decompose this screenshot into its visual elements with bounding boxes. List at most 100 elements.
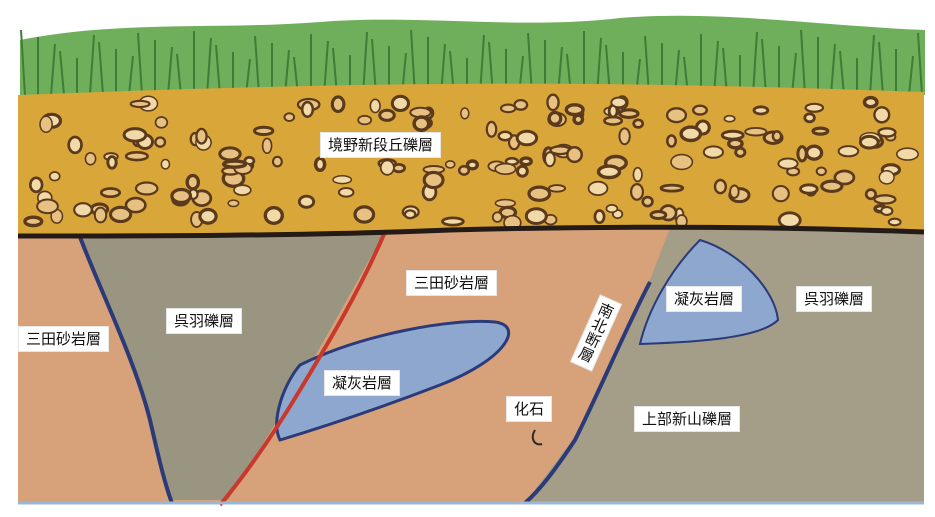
- pebble: [333, 176, 351, 184]
- pebble: [95, 208, 106, 223]
- pebble: [860, 136, 878, 148]
- pebble: [667, 108, 686, 122]
- pebble: [136, 183, 157, 195]
- pebble: [889, 219, 901, 226]
- pebble: [773, 131, 781, 140]
- pebble: [822, 181, 842, 191]
- pebble: [196, 129, 206, 144]
- pebble: [339, 188, 354, 197]
- pebble: [392, 96, 408, 110]
- pebble: [224, 161, 246, 167]
- pebble: [879, 171, 894, 184]
- pebble: [355, 207, 374, 222]
- pebble: [156, 117, 168, 128]
- pebble: [722, 131, 743, 139]
- pebble: [518, 166, 528, 176]
- pebble: [424, 172, 443, 187]
- pebble: [620, 110, 638, 118]
- pebble: [595, 211, 604, 223]
- pebble: [131, 101, 150, 107]
- pebble: [25, 217, 42, 225]
- pebble: [611, 98, 626, 108]
- label-mita-sandstone-center: 三田砂岩層: [406, 270, 497, 296]
- pebble: [405, 210, 415, 218]
- pebble: [487, 122, 496, 137]
- pebble: [126, 152, 147, 160]
- pebble: [729, 139, 742, 147]
- pebble: [619, 128, 629, 144]
- label-mita-sandstone-left: 三田砂岩層: [18, 326, 109, 352]
- pebble: [736, 148, 745, 156]
- pebble: [234, 185, 251, 195]
- pebble: [671, 155, 692, 170]
- pebble: [730, 186, 739, 198]
- pebble: [566, 105, 583, 115]
- pebble: [446, 161, 455, 168]
- pebble: [358, 116, 371, 125]
- pebble: [255, 127, 273, 134]
- pebble: [865, 98, 877, 107]
- pebble: [754, 107, 768, 114]
- pebble: [631, 184, 643, 200]
- pebble: [108, 157, 116, 169]
- pebble: [874, 195, 895, 203]
- pebble: [545, 152, 555, 166]
- pebble: [414, 117, 429, 130]
- pebble: [263, 138, 272, 153]
- pebble: [285, 113, 295, 121]
- pebble: [643, 197, 653, 206]
- label-sakaino-gravel: 境野新段丘礫層: [320, 132, 441, 158]
- pebble: [299, 196, 313, 207]
- pebble: [493, 212, 502, 222]
- label-upper-shinzan-gravel: 上部新山礫層: [634, 406, 740, 432]
- pebble: [806, 104, 823, 112]
- pebble: [549, 185, 565, 192]
- pebble: [302, 102, 313, 117]
- pebble: [878, 128, 895, 136]
- pebble: [778, 159, 797, 169]
- label-fossil: 化石: [506, 396, 552, 422]
- pebble: [897, 148, 918, 160]
- pebble: [155, 138, 165, 147]
- pebble: [866, 190, 875, 199]
- pebble: [200, 210, 216, 224]
- pebble: [228, 200, 238, 206]
- pebble: [461, 108, 469, 119]
- pebble: [549, 113, 561, 125]
- pebble: [779, 213, 800, 228]
- pebble: [745, 128, 766, 136]
- pebble: [526, 209, 546, 224]
- pebble: [187, 176, 198, 189]
- pebble: [50, 172, 60, 181]
- pebble: [651, 212, 666, 219]
- pebble: [773, 186, 789, 201]
- pebble: [798, 147, 806, 161]
- pebble: [839, 146, 859, 156]
- pebble: [599, 166, 620, 177]
- pebble: [273, 157, 282, 167]
- pebble: [529, 187, 550, 200]
- pebble: [813, 128, 828, 134]
- label-kureha-gravel-right: 呉羽礫層: [796, 286, 872, 312]
- pebble: [101, 189, 119, 197]
- pebble: [332, 97, 344, 112]
- pebble: [161, 160, 169, 169]
- pebble: [468, 161, 478, 169]
- pebble: [517, 131, 536, 145]
- pebble: [681, 127, 700, 140]
- pebble: [85, 153, 95, 165]
- pebble: [661, 185, 683, 191]
- label-tuff-right: 凝灰岩層: [666, 286, 742, 312]
- pebble: [380, 110, 395, 120]
- pebble: [606, 205, 617, 212]
- pebble: [874, 107, 889, 122]
- pebble: [172, 190, 191, 203]
- label-tuff-center: 凝灰岩層: [324, 370, 400, 396]
- pebble: [220, 148, 240, 160]
- pebble: [633, 168, 642, 182]
- pebble: [547, 95, 558, 110]
- pebble: [111, 207, 131, 221]
- pebble: [74, 203, 92, 216]
- pebble: [574, 115, 582, 123]
- pebble: [805, 114, 815, 122]
